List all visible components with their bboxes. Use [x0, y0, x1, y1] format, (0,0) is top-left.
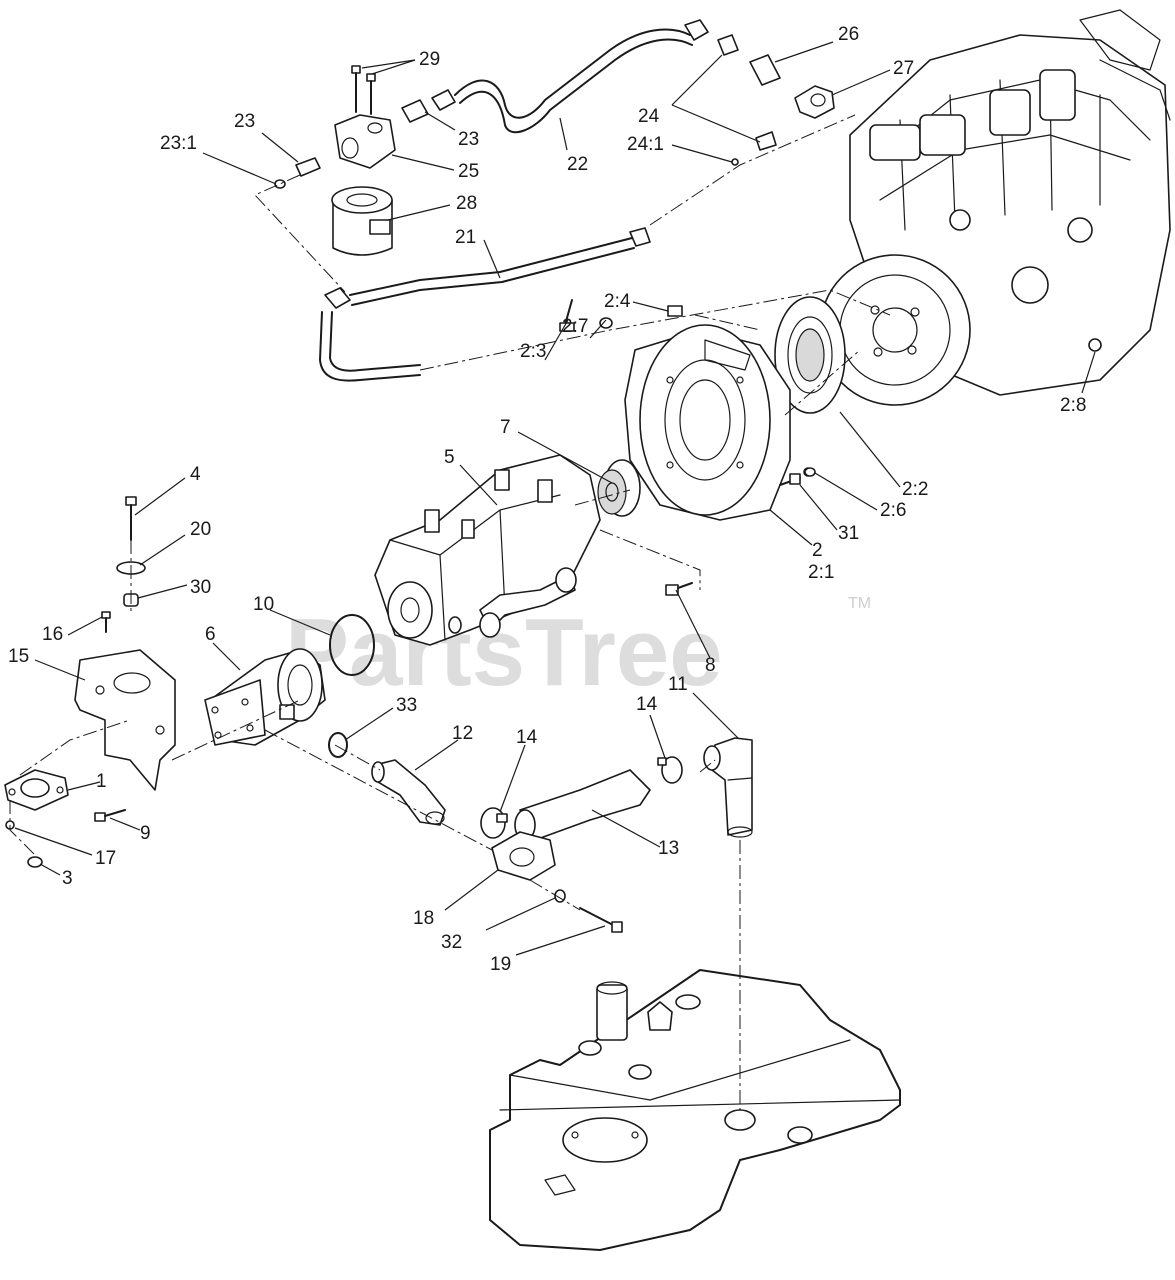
callout-28: 28	[456, 193, 477, 214]
callout-24-1: 24:1	[627, 134, 664, 155]
washer-2-7	[599, 317, 613, 329]
bolt-8	[665, 582, 693, 596]
callout-29: 29	[419, 49, 440, 70]
hose-22	[431, 19, 709, 134]
bolt-2-3	[559, 299, 575, 332]
callout-25: 25	[458, 161, 479, 182]
bell-housing	[624, 324, 813, 521]
coupler-7	[597, 459, 641, 517]
nut-3	[27, 856, 43, 868]
callout-labels: 29 26 27 23 23:1 23 25 24 22 24:1 28 21 …	[8, 24, 1086, 975]
hose-clamp-14a	[480, 807, 508, 839]
callout-9: 9	[140, 823, 151, 844]
o-ring-10	[329, 614, 375, 676]
callout-17: 17	[95, 848, 116, 869]
callout-16: 16	[42, 624, 63, 645]
callout-2-8: 2:8	[1060, 395, 1086, 416]
oil-sender-27	[794, 85, 835, 119]
engine	[819, 9, 1171, 406]
callout-7: 7	[500, 417, 511, 438]
oil-filter-28	[331, 186, 393, 256]
watermark-trademark: TM	[848, 595, 871, 612]
fitting-24a	[717, 34, 739, 56]
callout-19: 19	[490, 954, 511, 975]
callout-14: 14	[516, 727, 538, 748]
callout-12: 12	[452, 723, 473, 744]
callout-23: 23	[234, 111, 255, 132]
callout-11: 11	[668, 674, 688, 695]
callout-4: 4	[190, 464, 201, 485]
callout-2-6: 2:6	[880, 500, 906, 521]
callout-30: 30	[190, 577, 211, 598]
callout-2: 2	[812, 540, 823, 561]
washer-2-6	[804, 467, 816, 477]
callout-23: 23	[458, 129, 479, 150]
gear-pump	[204, 648, 326, 746]
coupler-2-2	[774, 296, 846, 414]
hydraulic-tank	[489, 969, 901, 1251]
callout-5: 5	[444, 447, 455, 468]
bolt-16	[101, 611, 111, 633]
callout-2-3: 2:3	[520, 341, 546, 362]
filter-head-25	[334, 114, 396, 169]
center-lines	[9, 114, 891, 1110]
fitting-24b	[755, 131, 777, 151]
o-ring-23-1	[274, 179, 286, 189]
o-ring-33	[328, 732, 348, 758]
hose-21	[319, 227, 651, 382]
fitting-26	[749, 54, 781, 86]
callout-26: 26	[838, 24, 859, 45]
bolt-9	[94, 809, 126, 822]
callout-2-4: 2:4	[604, 291, 631, 312]
bolts-29	[351, 65, 376, 115]
callout-18: 18	[413, 908, 434, 929]
callout-20: 20	[190, 519, 211, 540]
callout-15: 15	[8, 646, 29, 667]
suction-tube-11	[703, 737, 753, 838]
bolt-19	[579, 907, 623, 933]
callout-3: 3	[62, 868, 73, 889]
callout-1: 1	[96, 771, 107, 792]
bracket-15	[74, 649, 176, 791]
callout-14: 14	[636, 694, 658, 715]
callout-33: 33	[396, 695, 417, 716]
callout-10: 10	[253, 594, 274, 615]
callout-21: 21	[455, 227, 476, 248]
flange-18	[491, 831, 556, 881]
o-ring-24-1	[731, 158, 739, 166]
callout-23-1: 23:1	[160, 133, 197, 154]
callout-8: 8	[705, 655, 716, 676]
callout-13: 13	[658, 838, 679, 859]
callout-31: 31	[838, 523, 859, 544]
callout-6: 6	[205, 624, 216, 645]
callout-24: 24	[638, 106, 660, 127]
callout-27: 27	[893, 58, 914, 79]
hydro-pump	[374, 454, 601, 646]
callout-22: 22	[567, 154, 588, 175]
fitting-23a	[295, 157, 321, 177]
leader-lines	[14, 41, 1096, 956]
bolt-2-4	[667, 305, 683, 317]
bolt-4	[125, 496, 137, 541]
callout-32: 32	[441, 932, 462, 953]
suction-hose-13	[514, 769, 651, 841]
callout-2-2: 2:2	[902, 479, 928, 500]
hose-clamp-14b	[657, 756, 683, 784]
callout-2-7: 2:7	[562, 316, 588, 337]
callout-2-1: 2:1	[808, 562, 834, 583]
isolator-1	[4, 769, 69, 811]
bolt-31	[779, 473, 801, 486]
fitting-23b	[401, 99, 429, 123]
